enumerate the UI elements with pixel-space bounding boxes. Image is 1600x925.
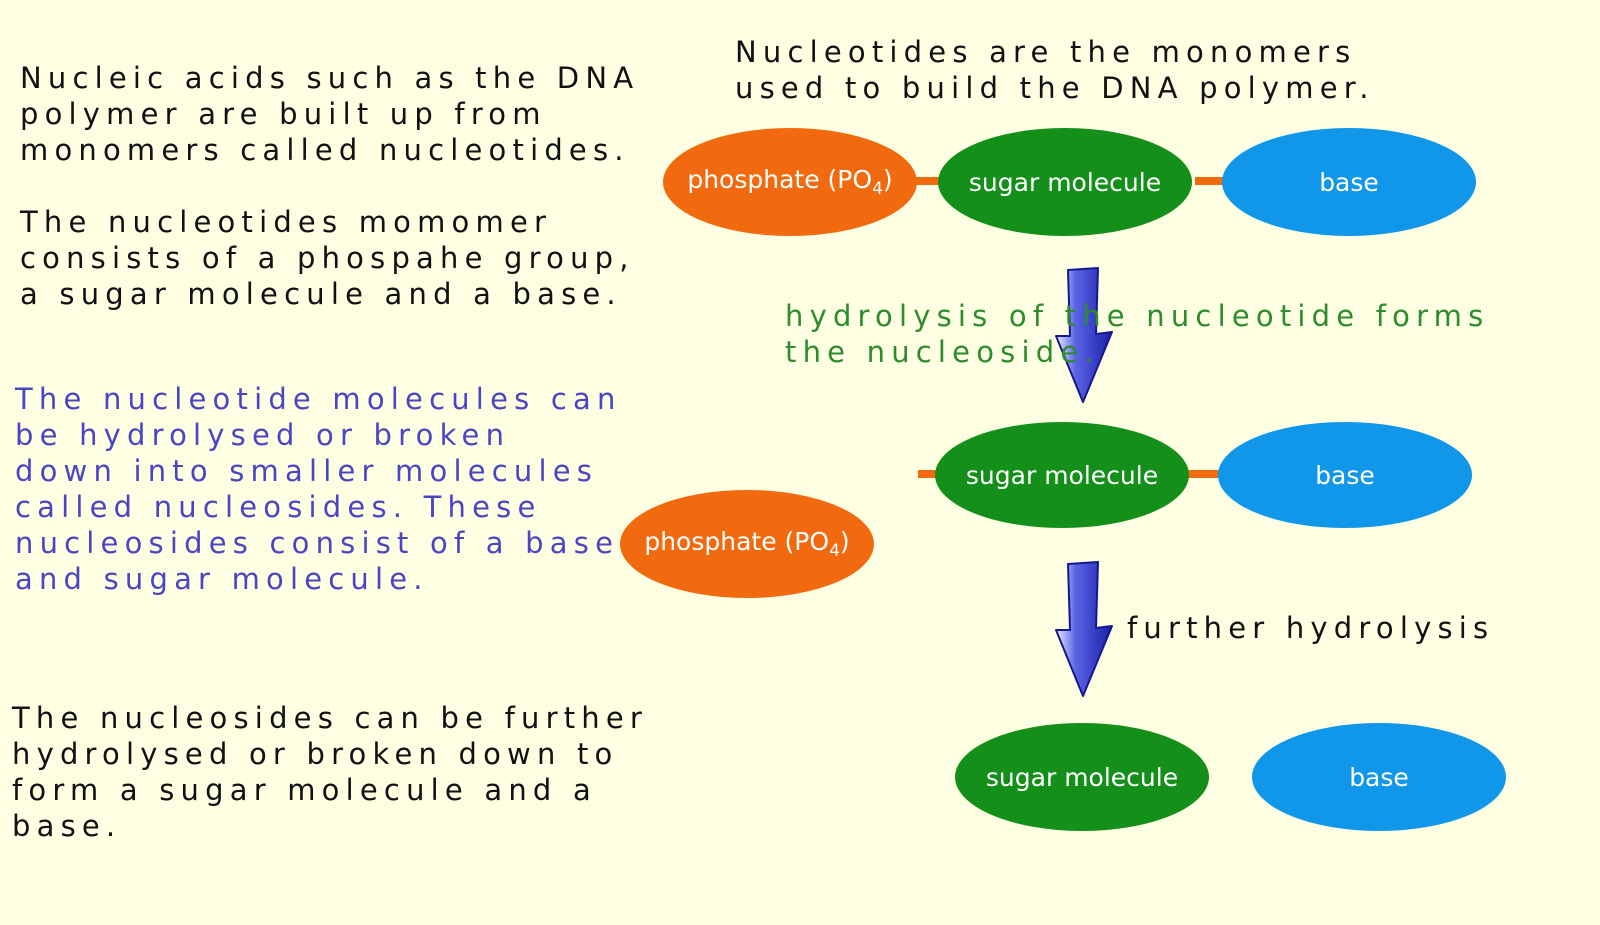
product-base-oval: base <box>1252 723 1506 831</box>
base-label: base <box>1349 762 1409 792</box>
released-phosphate-oval: phosphate (PO4) <box>620 490 874 598</box>
down-arrow-icon <box>1055 267 1113 403</box>
hydrolysis-text: The nucleotide molecules can be hydrolys… <box>15 382 622 596</box>
base-label: base <box>1319 167 1379 197</box>
bond-phosphate-sugar <box>905 177 955 185</box>
phosphate-label: phosphate (PO4) <box>644 527 850 561</box>
nucleoside-sugar-oval: sugar molecule <box>935 422 1189 528</box>
nucleotide-phosphate-oval: phosphate (PO4) <box>663 128 917 236</box>
sugar-label: sugar molecule <box>985 762 1179 792</box>
further-hydrolysis-label: further hydrolysis <box>1127 611 1495 645</box>
bond-sugar-base <box>1195 177 1240 185</box>
nucleotide-sugar-oval: sugar molecule <box>938 128 1192 236</box>
bond-sugar-base-nucleoside <box>1185 470 1235 478</box>
sugar-label: sugar molecule <box>965 460 1159 490</box>
phosphate-label: phosphate (PO4) <box>687 165 893 199</box>
bond-stub <box>918 470 948 478</box>
product-sugar-oval: sugar molecule <box>955 723 1209 831</box>
diagram-caption: Nucleotides are the monomers used to bui… <box>735 35 1375 105</box>
sugar-label: sugar molecule <box>968 167 1162 197</box>
monomer-text: The nucleotides momomer consists of a ph… <box>20 205 635 311</box>
nucleotide-base-oval: base <box>1222 128 1476 236</box>
hydrolysis-step-label: hydrolysis of the nucleotide forms the n… <box>785 299 1490 369</box>
down-arrow-icon <box>1055 561 1113 697</box>
base-label: base <box>1315 460 1375 490</box>
intro-text: Nucleic acids such as the DNA polymer ar… <box>20 61 640 167</box>
nucleoside-base-oval: base <box>1218 422 1472 528</box>
further-hydrolysis-text: The nucleosides can be further hydrolyse… <box>12 701 649 843</box>
